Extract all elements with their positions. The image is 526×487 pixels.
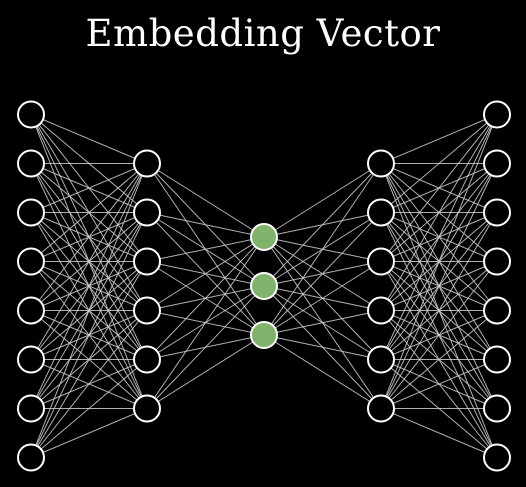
embedding-layer-node-2 [250,272,278,300]
edge-encoder-hidden-layer-4-to-embedding-layer-0 [146,236,265,360]
encoder-hidden-layer-node-2 [133,198,161,227]
edge-decoder-hidden-layer-1-to-output-layer-0 [380,114,498,213]
decoder-hidden-layer-node-4 [367,296,395,325]
input-layer-node-2 [17,149,45,178]
encoder-hidden-layer-node-5 [133,345,161,374]
edge-input-layer-7-to-encoder-hidden-layer-4 [30,359,148,458]
output-layer-node-7 [483,394,511,423]
output-layer-node-2 [483,149,511,178]
input-layer-node-4 [17,247,45,276]
output-layer-node-6 [483,345,511,374]
diagram-title: Embedding Vector [85,12,441,55]
edge-encoder-hidden-layer-3-to-embedding-layer-0 [146,236,265,311]
output-layer-node-8 [483,443,511,472]
edge-embedding-layer-2-to-decoder-hidden-layer-5 [263,334,382,409]
edge-decoder-hidden-layer-5-to-output-layer-3 [380,261,498,409]
edge-decoder-hidden-layer-3-to-output-layer-0 [380,114,498,311]
edge-encoder-hidden-layer-5-to-embedding-layer-0 [146,236,265,409]
edge-encoder-hidden-layer-5-to-embedding-layer-1 [146,285,265,409]
edge-decoder-hidden-layer-5-to-output-layer-7 [380,408,498,458]
edge-embedding-layer-2-to-decoder-hidden-layer-0 [263,163,382,336]
edge-input-layer-7-to-encoder-hidden-layer-1 [30,212,148,458]
encoder-hidden-layer-node-3 [133,247,161,276]
edge-input-layer-2-to-encoder-hidden-layer-0 [30,163,148,213]
decoder-hidden-layer-node-1 [367,149,395,178]
embedding-layer-node-1 [250,223,278,251]
edge-decoder-hidden-layer-5-to-output-layer-1 [380,163,498,409]
input-layer-node-3 [17,198,45,227]
edge-encoder-hidden-layer-0-to-embedding-layer-0 [146,163,265,238]
input-layer-node-6 [17,345,45,374]
encoder-hidden-layer-node-1 [133,149,161,178]
edge-encoder-hidden-layer-2-to-embedding-layer-0 [146,236,265,262]
output-layer-node-3 [483,198,511,227]
node-group [17,100,511,472]
edge-input-layer-6-to-encoder-hidden-layer-0 [30,163,148,409]
input-layer-node-8 [17,443,45,472]
edge-embedding-layer-2-to-decoder-hidden-layer-1 [263,212,382,336]
edge-decoder-hidden-layer-2-to-output-layer-0 [380,114,498,262]
edge-input-layer-7-to-encoder-hidden-layer-2 [30,261,148,458]
encoder-hidden-layer-node-6 [133,394,161,423]
edge-embedding-layer-2-to-decoder-hidden-layer-3 [263,310,382,336]
output-layer-node-4 [483,247,511,276]
decoder-hidden-layer-node-5 [367,345,395,374]
edge-encoder-hidden-layer-5-to-embedding-layer-2 [146,334,265,409]
edge-decoder-hidden-layer-5-to-output-layer-5 [380,359,498,409]
edge-embedding-layer-1-to-decoder-hidden-layer-0 [263,163,382,287]
edge-decoder-hidden-layer-0-to-output-layer-0 [380,114,498,164]
decoder-hidden-layer-node-3 [367,247,395,276]
input-layer-node-7 [17,394,45,423]
embedding-layer-node-3 [250,321,278,349]
output-layer-node-1 [483,100,511,129]
edge-input-layer-7-to-encoder-hidden-layer-3 [30,310,148,458]
input-layer-node-5 [17,296,45,325]
decoder-hidden-layer-node-2 [367,198,395,227]
encoder-hidden-layer-node-4 [133,296,161,325]
decoder-hidden-layer-node-6 [367,394,395,423]
edge-input-layer-5-to-encoder-hidden-layer-0 [30,163,148,360]
edge-input-layer-7-to-encoder-hidden-layer-5 [30,408,148,458]
edge-encoder-hidden-layer-1-to-embedding-layer-0 [146,212,265,238]
edge-embedding-layer-0-to-decoder-hidden-layer-0 [263,163,382,238]
input-layer-node-1 [17,100,45,129]
edge-input-layer-4-to-encoder-hidden-layer-0 [30,163,148,311]
edge-embedding-layer-2-to-decoder-hidden-layer-2 [263,261,382,336]
edge-embedding-layer-2-to-decoder-hidden-layer-4 [263,334,382,360]
edge-input-layer-3-to-encoder-hidden-layer-0 [30,163,148,262]
edge-group [30,114,498,458]
output-layer-node-5 [483,296,511,325]
edge-decoder-hidden-layer-5-to-output-layer-2 [380,212,498,409]
edge-input-layer-7-to-encoder-hidden-layer-0 [30,163,148,458]
edge-decoder-hidden-layer-5-to-output-layer-4 [380,310,498,409]
edge-decoder-hidden-layer-5-to-output-layer-0 [380,114,498,409]
edge-decoder-hidden-layer-4-to-output-layer-0 [380,114,498,360]
edge-input-layer-0-to-encoder-hidden-layer-0 [30,114,148,164]
